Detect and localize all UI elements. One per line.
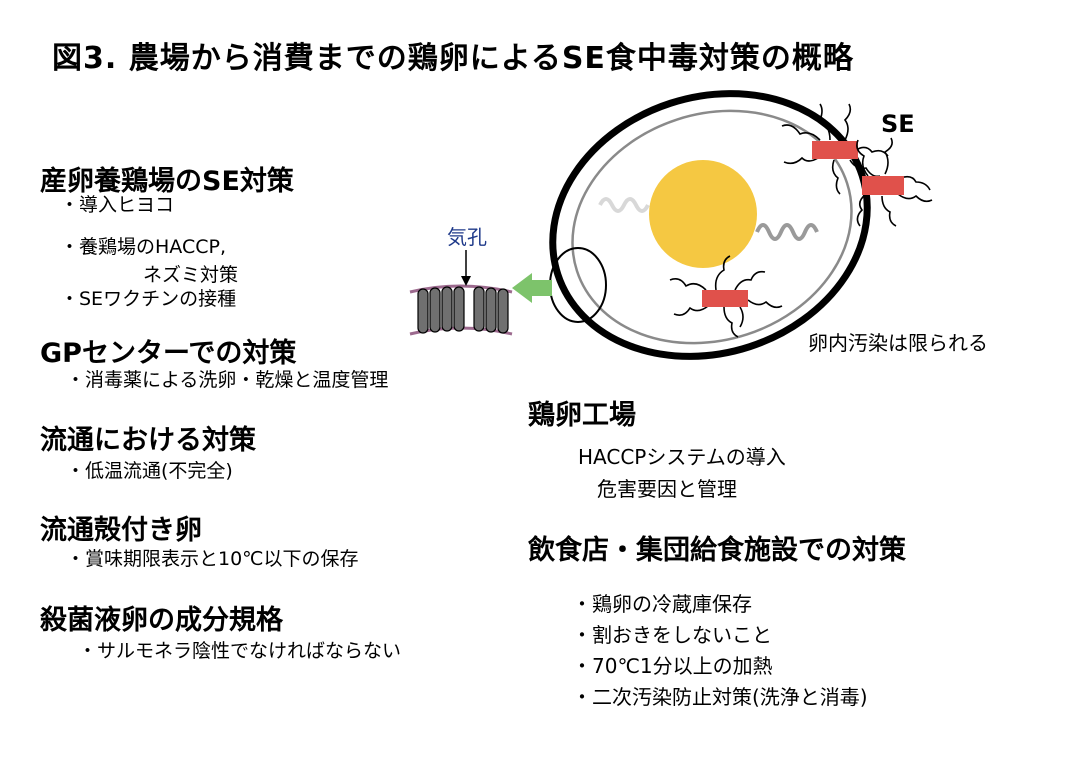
section-heading-farm: 産卵養鶏場のSE対策 (40, 166, 294, 197)
restaurant-item-heating: ・70℃1分以上の加熱 (572, 654, 773, 678)
shell-pore-cross-section (417, 286, 509, 334)
pore-label: 気孔 (447, 225, 487, 249)
gp-center-item: ・消毒薬による洗卵・乾燥と温度管理 (66, 369, 389, 391)
se-label: SE (881, 110, 915, 138)
section-heading-shell-eggs: 流通殻付き卵 (40, 515, 202, 546)
contamination-note: 卵内汚染は限られる (808, 331, 988, 355)
section-heading-gp-center: GPセンターでの対策 (40, 338, 297, 369)
yolk (649, 160, 757, 268)
restaurant-item-cross-contamination: ・二次汚染防止対策(洗浄と消毒) (572, 685, 868, 709)
section-heading-restaurant: 飲食店・集団給食施設での対策 (528, 535, 906, 566)
egg-factory-item-haccp: HACCPシステムの導入 (578, 445, 786, 469)
farm-item-vaccine: ・SEワクチンの接種 (60, 288, 237, 310)
distribution-item: ・低温流通(不完全) (66, 460, 233, 482)
liquid-egg-item: ・サルモネラ陰性でなければならない (78, 640, 402, 662)
restaurant-item-refrigerate: ・鶏卵の冷蔵庫保存 (572, 592, 752, 616)
chalaza-left (598, 197, 650, 213)
section-heading-distribution: 流通における対策 (40, 425, 256, 456)
section-heading-egg-factory: 鶏卵工場 (528, 400, 636, 431)
salmonella-bacterium (669, 255, 783, 338)
magnify-arrow (512, 273, 552, 303)
salmonella-bacterium (856, 137, 933, 227)
egg-membrane (571, 109, 853, 345)
farm-item-haccp: ・養鶏場のHACCP, (60, 236, 226, 258)
salmonella-bacterium (781, 103, 889, 195)
section-heading-liquid-egg: 殺菌液卵の成分規格 (40, 605, 283, 636)
farm-item-rodent: ネズミ対策 (143, 264, 239, 286)
shell-eggs-item: ・賞味期限表示と10℃以下の保存 (66, 548, 359, 570)
restaurant-item-no-pre-crack: ・割おきをしないこと (572, 623, 772, 647)
egg-factory-item-hazard: 危害要因と管理 (597, 477, 737, 501)
chalaza-right (755, 223, 819, 241)
egg-shell (549, 90, 871, 360)
farm-item-chicks: ・導入ヒヨコ (60, 194, 175, 216)
page-title: 図3. 農場から消費までの鶏卵によるSE食中毒対策の概略 (52, 41, 854, 76)
